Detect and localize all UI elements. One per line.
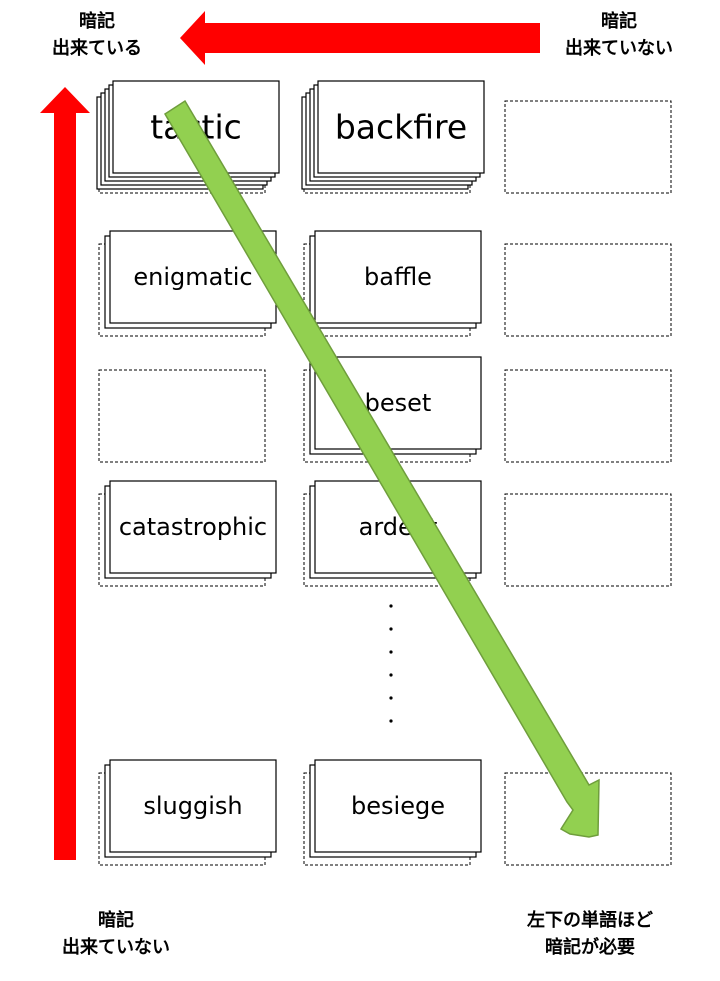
- flashcard-r4-c1-front: [109, 480, 277, 574]
- flashcard-r1-c2-layer-5: [317, 80, 485, 174]
- card-slot-r4-c3: [504, 493, 672, 587]
- flashcard-word-r5-c2: besiege: [351, 792, 445, 820]
- flashcard-r2-c2-front: [314, 230, 482, 324]
- flashcard-word-r2-c1: enigmatic: [133, 263, 252, 291]
- top-left-label-line2: 出来ている: [52, 37, 142, 59]
- horizontal-red-arrow: [180, 11, 540, 65]
- bottom-left-label-line2: 出来ていない: [62, 936, 170, 958]
- top-right-label-line1: 暗記: [601, 10, 637, 32]
- top-left-label-line1: 暗記: [79, 10, 115, 32]
- flashcard-word-r3-c2: beset: [365, 389, 432, 417]
- flashcard-r5-c2-front: [314, 759, 482, 853]
- card-slot-r3-c3: [504, 369, 672, 463]
- flashcard-r5-c1-front: [109, 759, 277, 853]
- card-slot-r2-c3: [504, 243, 672, 337]
- flashcard-word-r4-c1: catastrophic: [119, 513, 267, 541]
- top-right-label-line2: 出来ていない: [565, 37, 673, 59]
- card-slot-r3-c1: [98, 369, 266, 463]
- flashcard-word-r1-c2: backfire: [335, 108, 467, 147]
- cards-layer: tacticbackfireenigmaticbafflebesetcatast…: [96, 80, 672, 866]
- bottom-right-label-line2: 暗記が必要: [545, 936, 635, 958]
- diagonal-green-arrow: [163, 99, 600, 838]
- bottom-right-label-line1: 左下の単語ほど: [527, 909, 653, 931]
- flashcard-word-r5-c1: sluggish: [143, 792, 242, 820]
- vertical-red-arrow: [40, 87, 90, 860]
- card-slot-r1-c3: [504, 100, 672, 194]
- flashcard-word-r2-c2: baffle: [364, 263, 432, 291]
- bottom-left-label-line1: 暗記: [98, 909, 134, 931]
- ellipsis-dots: [389, 604, 393, 723]
